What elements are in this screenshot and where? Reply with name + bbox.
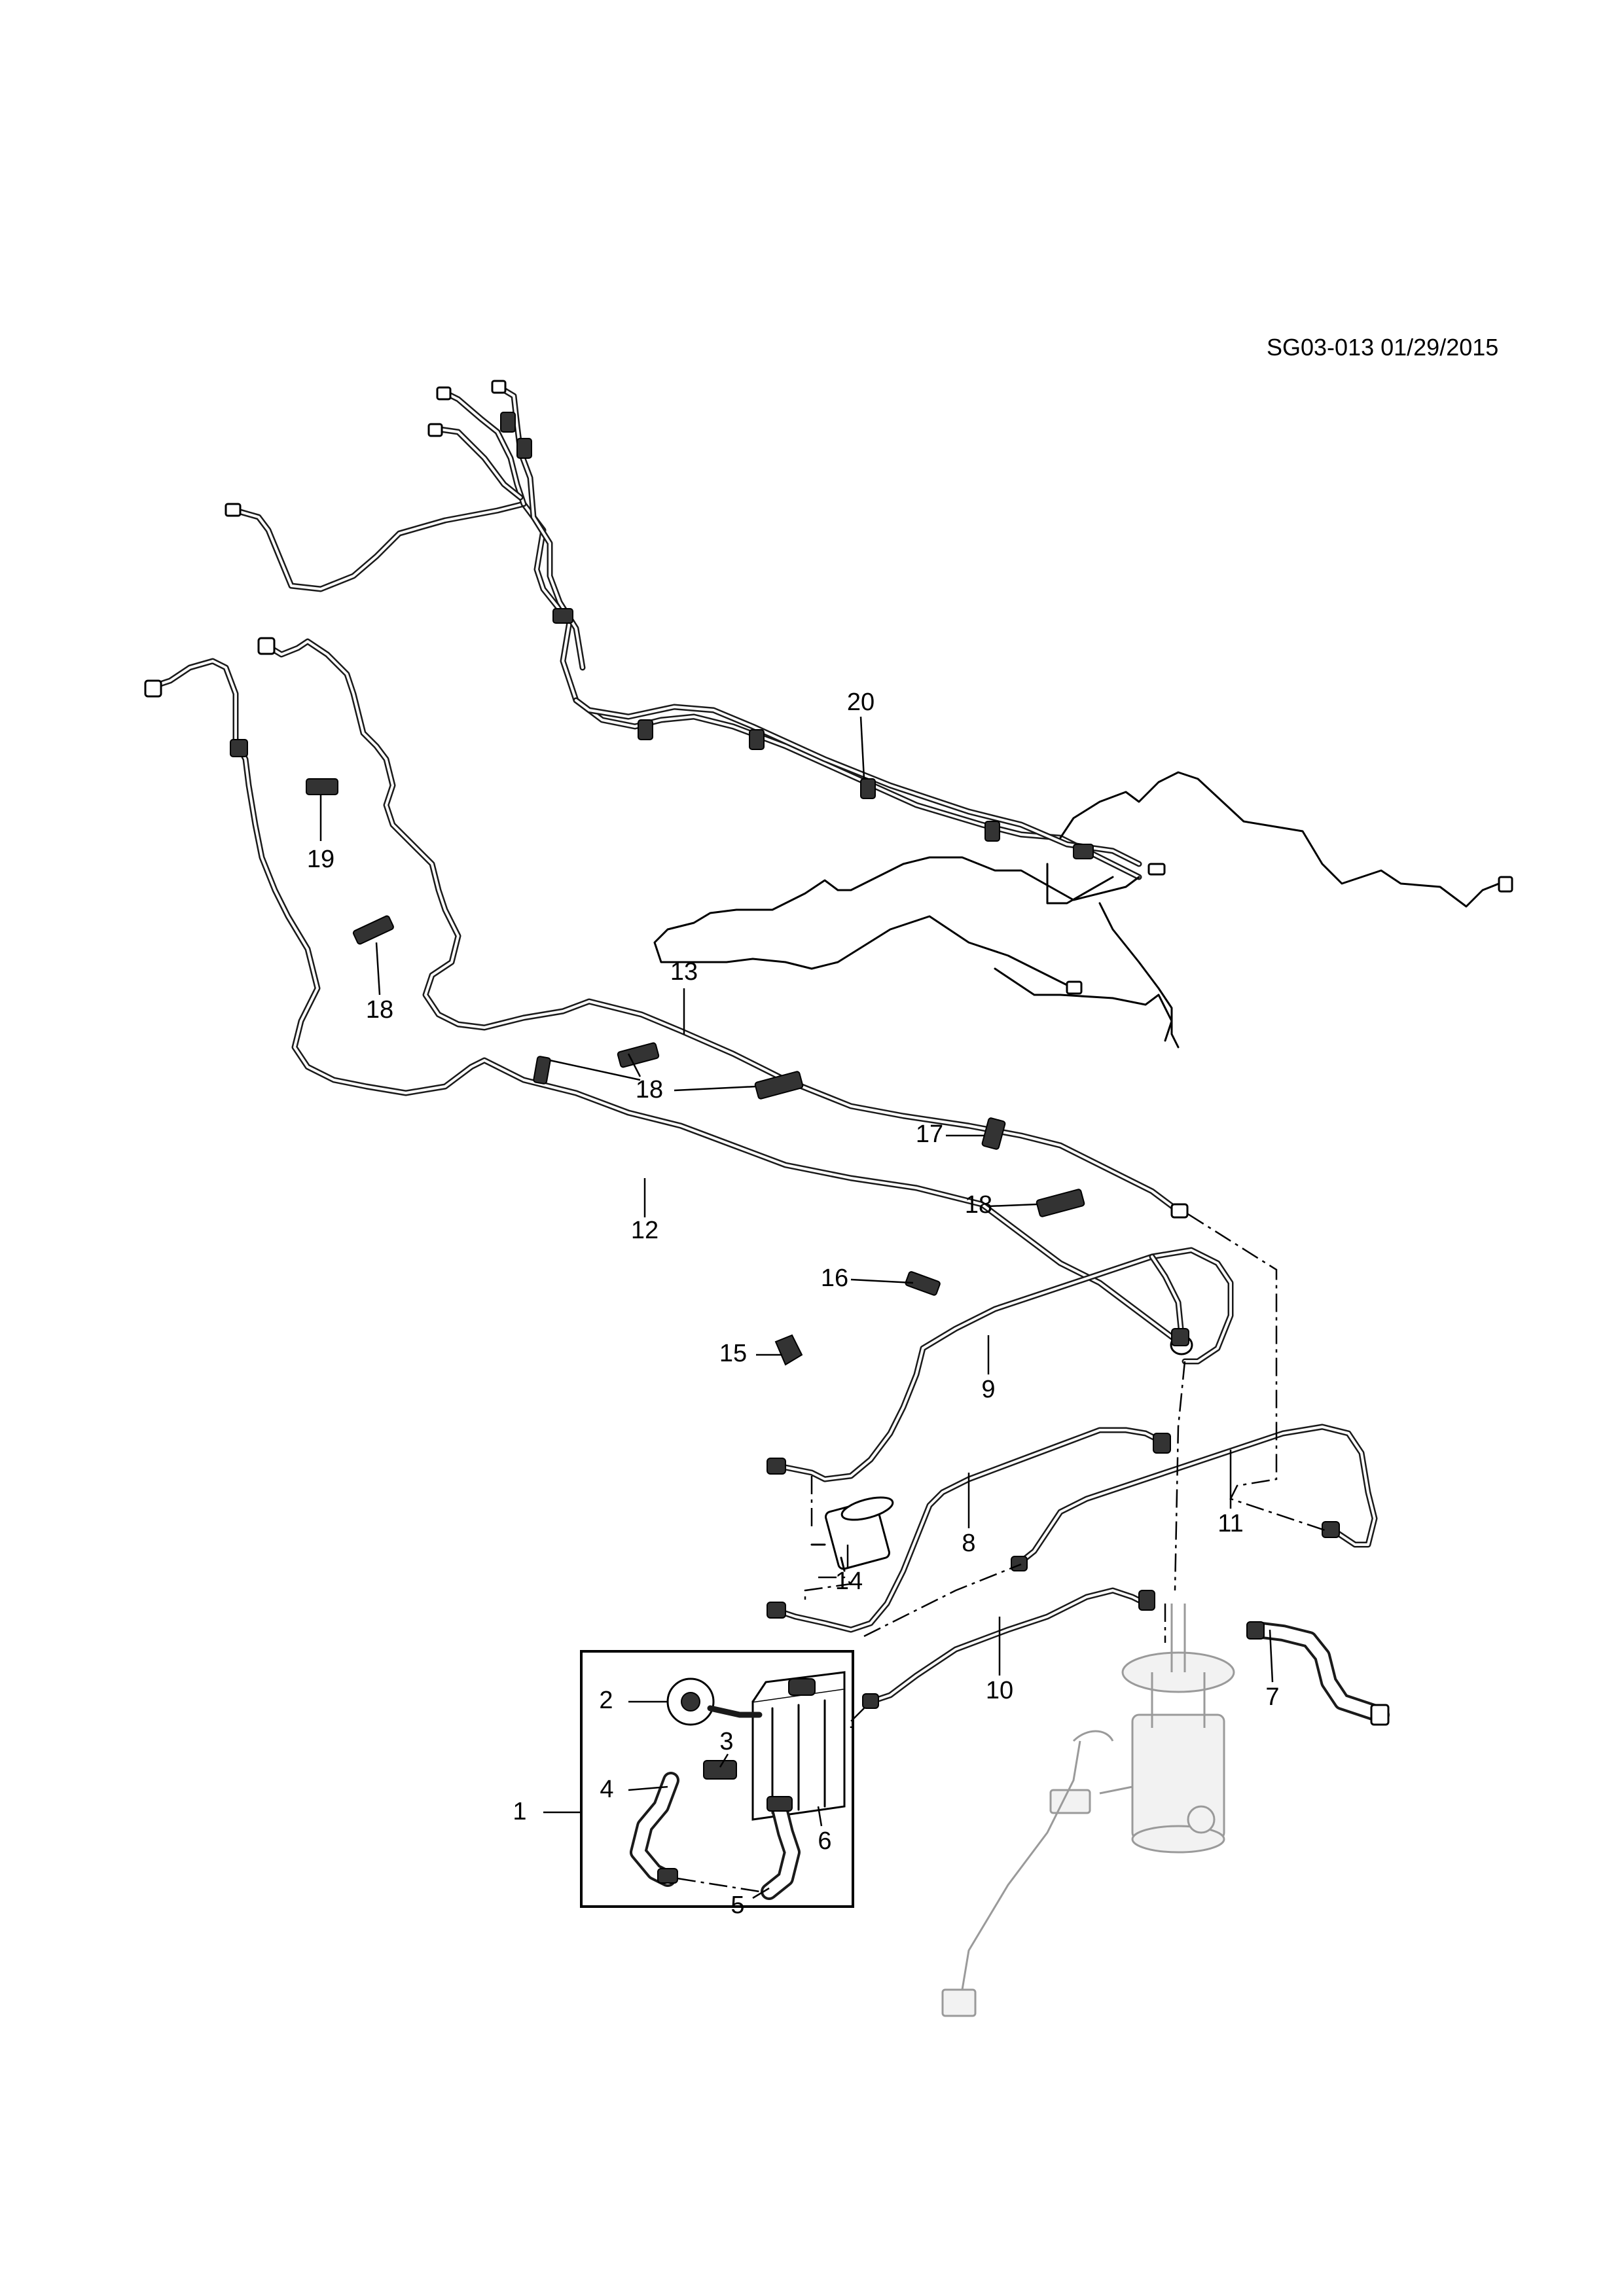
callout-16: 16 — [821, 1265, 848, 1292]
fuel-line-11 — [1011, 1424, 1378, 1571]
callout-3: 3 — [719, 1728, 733, 1755]
callout-19: 19 — [307, 846, 334, 873]
callout-labels: 1 2 3 4 5 6 7 8 9 10 11 12 13 14 15 16 1… — [307, 689, 1280, 1919]
callout-14: 14 — [835, 1568, 863, 1595]
fuel-line-13 — [257, 637, 1189, 1219]
leader-lines — [319, 716, 1274, 1899]
callout-18-right: 18 — [965, 1191, 992, 1219]
callout-17: 17 — [916, 1121, 943, 1148]
callout-12: 12 — [631, 1217, 659, 1244]
callout-15: 15 — [719, 1340, 747, 1367]
hose-7 — [1246, 1621, 1390, 1726]
callout-13: 13 — [670, 958, 698, 986]
line-bundle-20 — [225, 380, 1513, 1049]
drawing-reference-code: SG03-013 01/29/2015 — [1267, 334, 1499, 361]
canister-kit-box — [580, 1650, 854, 1908]
clip-18-group — [352, 915, 1085, 1217]
connection-lines — [677, 1213, 1329, 1893]
callout-6: 6 — [818, 1827, 831, 1855]
clip-17 — [981, 1117, 1006, 1150]
callout-7: 7 — [1265, 1683, 1279, 1711]
callout-11: 11 — [1218, 1510, 1243, 1537]
callout-2: 2 — [599, 1687, 613, 1714]
callout-9: 9 — [981, 1376, 995, 1403]
callout-1: 1 — [513, 1798, 526, 1825]
callout-18-upper-left: 18 — [366, 996, 393, 1024]
fuel-line-10 — [862, 1587, 1155, 1709]
fuel-line-12 — [144, 658, 1193, 1355]
fuel-pump-module-ghost — [941, 1604, 1235, 2017]
callout-18-center: 18 — [636, 1076, 663, 1103]
fuel-filter-14 — [810, 1496, 894, 1572]
callout-20: 20 — [847, 689, 875, 716]
clip-19 — [306, 778, 338, 795]
callout-10: 10 — [986, 1677, 1013, 1704]
callout-4: 4 — [600, 1776, 613, 1803]
fuel-line-8 — [767, 1427, 1171, 1633]
clip-15 — [774, 1334, 803, 1366]
clip-16 — [905, 1271, 941, 1296]
fuel-line-9 — [767, 1247, 1234, 1482]
callout-5: 5 — [731, 1892, 744, 1919]
callout-8: 8 — [962, 1530, 975, 1557]
